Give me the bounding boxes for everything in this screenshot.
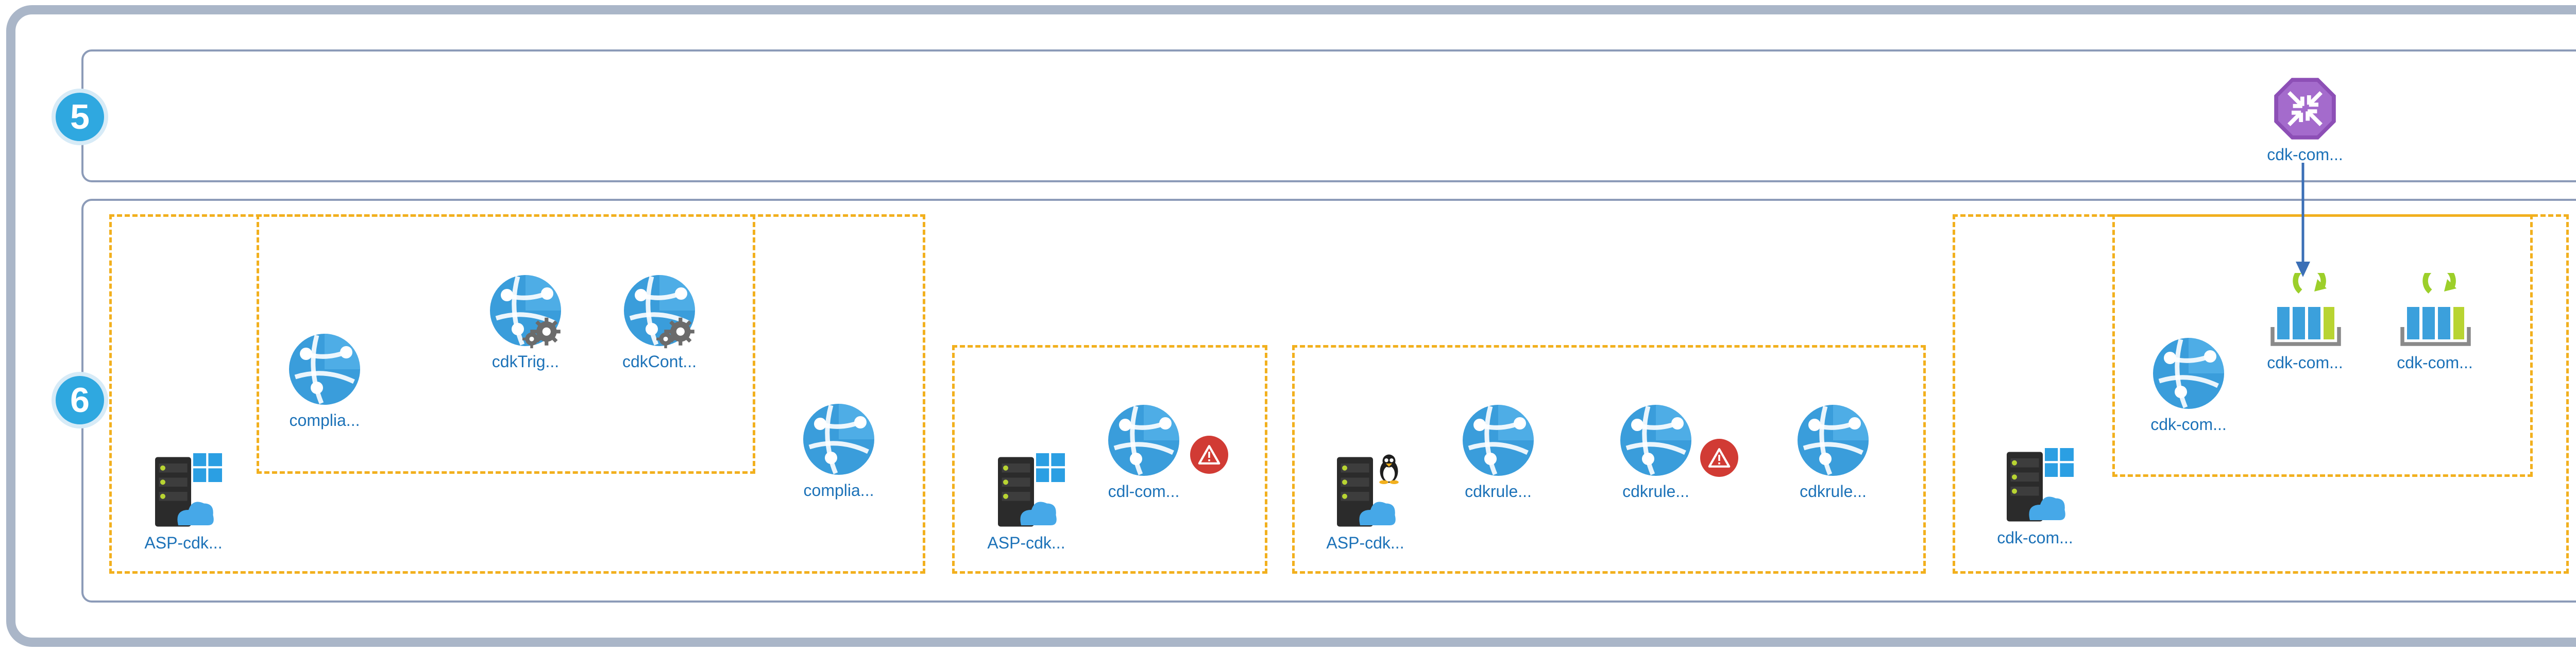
- resource-label: ASP-cdk...: [1326, 534, 1404, 552]
- resource-group: [2112, 214, 2533, 477]
- resource-node[interactable]: cdkCont...: [582, 272, 737, 371]
- app-service-icon: [1617, 402, 1694, 479]
- resource-label: complia...: [289, 411, 360, 430]
- alert-icon[interactable]: [1190, 436, 1228, 474]
- resource-label: cdkTrig...: [492, 352, 560, 371]
- resource-node[interactable]: complia...: [761, 401, 916, 500]
- resource-label: cdkrule...: [1800, 482, 1867, 501]
- resource-node[interactable]: complia...: [247, 331, 402, 430]
- app-service-icon: [800, 401, 877, 478]
- resource-node[interactable]: cdl-com...: [1066, 402, 1221, 501]
- resource-node[interactable]: cdkrule...: [1579, 402, 1733, 501]
- resource-node[interactable]: cdk-com...: [2228, 75, 2382, 164]
- resource-label: cdkrule...: [1465, 482, 1532, 501]
- resource-label: complia...: [803, 481, 874, 500]
- function-app-icon: [621, 272, 698, 349]
- resource-node[interactable]: cdk-com...: [2228, 273, 2382, 372]
- resource-label: ASP-cdk...: [144, 534, 223, 552]
- lane-5: [81, 49, 2576, 182]
- resource-node[interactable]: ASP-cdk...: [106, 453, 261, 553]
- storage-queue-icon: [2266, 273, 2344, 350]
- resource-node[interactable]: ASP-cdk...: [949, 453, 1104, 553]
- storage-queue-icon: [2396, 273, 2473, 350]
- app-service-icon: [1794, 402, 1872, 479]
- resource-label: cdk-com...: [1997, 528, 2073, 547]
- resource-label: ASP-cdk...: [987, 534, 1065, 552]
- alert-icon[interactable]: [1700, 439, 1738, 477]
- app-service-icon: [1105, 402, 1182, 479]
- network-virtual-appliance-icon: [2272, 75, 2338, 142]
- resource-node[interactable]: cdkTrig...: [448, 272, 603, 371]
- lane-number-badge: 5: [52, 89, 108, 145]
- resource-label: cdl-com...: [1108, 482, 1180, 501]
- resource-label: cdkCont...: [622, 352, 697, 371]
- linux-app-service-plan-icon: [1327, 453, 1404, 530]
- app-service-icon: [1460, 402, 1537, 479]
- lane-number-badge: 6: [52, 372, 108, 428]
- resource-group: [952, 345, 1267, 574]
- resource-label: cdkrule...: [1622, 482, 1689, 501]
- function-app-icon: [487, 272, 564, 349]
- resource-node[interactable]: ASP-cdk...: [1288, 453, 1443, 553]
- resource-label: cdk-com...: [2397, 353, 2473, 372]
- connection-arrow: [2296, 163, 2310, 277]
- resource-label: cdk-com...: [2267, 353, 2343, 372]
- resource-node[interactable]: cdk-com...: [1958, 448, 2112, 547]
- windows-app-service-plan-icon: [988, 453, 1065, 530]
- resource-node[interactable]: cdkrule...: [1756, 402, 1910, 501]
- resource-node[interactable]: cdk-com...: [2358, 273, 2512, 372]
- resource-group: [1292, 345, 1926, 574]
- resource-label: cdk-com...: [2150, 415, 2227, 434]
- app-service-icon: [286, 331, 363, 408]
- app-service-icon: [2150, 335, 2227, 412]
- resource-node[interactable]: cdkrule...: [1421, 402, 1575, 501]
- windows-app-service-plan-icon: [1996, 448, 2074, 525]
- lane-6: [81, 199, 2576, 603]
- resource-group: [257, 214, 755, 474]
- windows-app-service-plan-icon: [145, 453, 222, 530]
- resource-label: cdk-com...: [2267, 145, 2343, 164]
- resource-node[interactable]: cdk-com...: [2111, 335, 2266, 434]
